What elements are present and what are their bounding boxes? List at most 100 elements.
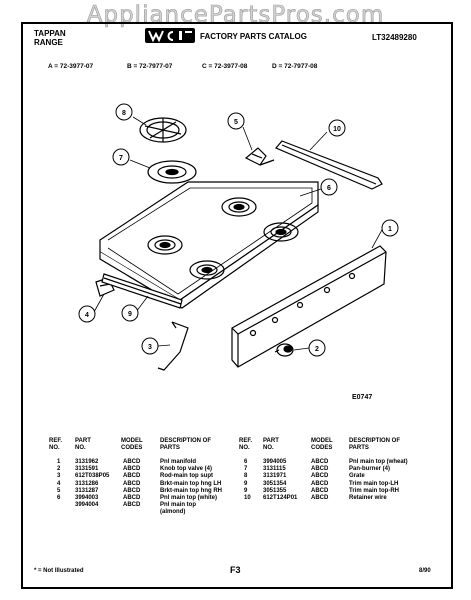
left-desc-column: Pnl manifold Knob top valve (4) Rod-main… bbox=[160, 459, 222, 517]
callout-2: 2 bbox=[308, 339, 326, 357]
table-cell: Pnl main top (white) bbox=[160, 494, 217, 501]
table-cell: 2 bbox=[57, 466, 61, 473]
catalog-title: FACTORY PARTS CATALOG bbox=[200, 32, 307, 41]
header-model-codes-left: MODEL CODES bbox=[121, 438, 143, 451]
table-cell: 3131962 bbox=[75, 459, 99, 465]
right-codes-column: ABCD ABCD ABCD ABCD ABCD ABCD bbox=[311, 459, 328, 502]
callout-10-label: 10 bbox=[333, 126, 341, 133]
hinge-bracket-rh bbox=[244, 147, 275, 166]
burner-well-front-right bbox=[189, 260, 225, 280]
table-cell: Rod-main top supt bbox=[160, 473, 213, 480]
table-cell: 5 bbox=[57, 487, 61, 494]
table-cell: ABCD bbox=[123, 473, 141, 480]
model-c: C = 72-3977-08 bbox=[202, 63, 248, 70]
header-description-right: DESCRIPTION OF PARTS bbox=[349, 438, 401, 451]
burner-well-rear-left bbox=[221, 197, 257, 217]
callout-3-label: 3 bbox=[148, 344, 152, 351]
callout-4-label: 4 bbox=[85, 312, 89, 319]
main-top-support-rod bbox=[157, 321, 189, 371]
table-cell: 3051354 bbox=[263, 480, 287, 487]
header-part-no-left: PART NO. bbox=[75, 438, 91, 451]
table-cell: ABCD bbox=[311, 487, 329, 494]
table-cell: 3994003 bbox=[75, 494, 99, 501]
callout-9-label: 9 bbox=[128, 311, 132, 318]
callout-6: 6 bbox=[320, 178, 338, 196]
footnote: * = Not Illustrated bbox=[34, 568, 84, 574]
table-cell: ABCD bbox=[123, 487, 141, 494]
right-desc-column: Pnl main top (wheat) Pan-burner (4) Grat… bbox=[349, 459, 408, 502]
table-cell: 612T124P01 bbox=[263, 494, 298, 501]
callout-2-label: 2 bbox=[315, 346, 319, 353]
table-cell: Knob top valve (4) bbox=[160, 466, 213, 473]
table-cell: ABCD bbox=[311, 466, 329, 473]
table-cell: 3131286 bbox=[75, 480, 99, 487]
table-cell: 3051355 bbox=[263, 487, 287, 494]
page-number: F3 bbox=[230, 565, 241, 575]
model-d: D = 72-7977-08 bbox=[272, 63, 318, 70]
header-ref-no-right: REF. NO. bbox=[239, 438, 253, 451]
table-cell: ABCD bbox=[311, 480, 329, 487]
left-ref-column: 1 2 3 4 5 6 bbox=[57, 459, 60, 502]
table-cell: 3131591 bbox=[75, 466, 99, 473]
model-a: A = 72-3977-07 bbox=[48, 63, 94, 70]
table-cell: 3131971 bbox=[263, 473, 287, 480]
table-cell: ABCD bbox=[123, 502, 141, 509]
table-cell: Pnl main top bbox=[160, 502, 196, 509]
callout-7: 7 bbox=[112, 148, 130, 166]
table-cell: 3131115 bbox=[263, 466, 286, 473]
left-codes-column: ABCD ABCD ABCD ABCD ABCD ABCD ABCD bbox=[123, 459, 140, 509]
figure-id: E0747 bbox=[352, 394, 373, 401]
product-type: RANGE bbox=[34, 38, 63, 47]
table-cell: 9 bbox=[244, 487, 248, 494]
table-cell: 7 bbox=[244, 466, 248, 473]
callout-8: 8 bbox=[115, 103, 133, 121]
table-cell: 6 bbox=[57, 494, 61, 501]
table-cell: ABCD bbox=[123, 466, 141, 473]
table-cell: 612T038P05 bbox=[75, 473, 110, 480]
table-cell: Trim main top-LH bbox=[349, 480, 399, 487]
brand-name: TAPPAN bbox=[34, 29, 66, 38]
table-cell: ABCD bbox=[311, 473, 329, 480]
callout-5-label: 5 bbox=[234, 119, 238, 126]
left-part-column: 3131962 3131591 612T038P05 3131286 31312… bbox=[75, 459, 109, 509]
table-cell: 6 bbox=[244, 459, 248, 465]
grate bbox=[139, 117, 187, 143]
manifold-panel bbox=[231, 245, 387, 368]
table-cell: 8 bbox=[244, 473, 248, 480]
callout-1-label: 1 bbox=[388, 226, 392, 233]
table-cell: Trim main top-RH bbox=[349, 487, 400, 494]
catalog-number: LT32489280 bbox=[372, 33, 417, 42]
table-cell: Pan-burner (4) bbox=[349, 466, 391, 473]
table-cell: 3994004 bbox=[75, 502, 99, 509]
header-part-no-right: PART NO. bbox=[263, 438, 279, 451]
burner-well-rear-right bbox=[263, 222, 299, 242]
callout-1: 1 bbox=[381, 219, 399, 237]
callout-6-label: 6 bbox=[327, 185, 331, 192]
callout-8-label: 8 bbox=[122, 110, 126, 117]
callout-10: 10 bbox=[328, 119, 346, 137]
table-cell: 4 bbox=[57, 480, 61, 487]
burner-well-front-left bbox=[147, 235, 183, 255]
callout-4: 4 bbox=[78, 305, 96, 323]
callout-9: 9 bbox=[121, 304, 139, 322]
table-cell: 3131287 bbox=[75, 487, 99, 494]
table-cell: Brkt-main top hng RH bbox=[160, 487, 222, 494]
callout-5: 5 bbox=[227, 112, 245, 130]
table-cell: ABCD bbox=[311, 459, 329, 465]
burner-pan bbox=[147, 160, 197, 184]
table-cell: 1 bbox=[57, 459, 61, 465]
table-cell: ABCD bbox=[123, 459, 141, 465]
main-top-panel bbox=[99, 181, 319, 309]
table-cell: Pnl main top (wheat) bbox=[349, 459, 408, 465]
right-part-column: 3994005 3131115 3131971 3051354 3051355 … bbox=[263, 459, 297, 502]
table-cell: 3994005 bbox=[263, 459, 287, 465]
table-cell: 9 bbox=[244, 480, 248, 487]
header-description-left: DESCRIPTION OF PARTS bbox=[160, 438, 212, 451]
trim-main-top-rh bbox=[275, 140, 383, 190]
callout-3: 3 bbox=[141, 337, 159, 355]
table-cell: Grate bbox=[349, 473, 365, 480]
table-cell: Pnl manifold bbox=[160, 459, 196, 465]
header-model-codes-right: MODEL CODES bbox=[311, 438, 333, 451]
trim-main-top-lh bbox=[101, 273, 183, 309]
